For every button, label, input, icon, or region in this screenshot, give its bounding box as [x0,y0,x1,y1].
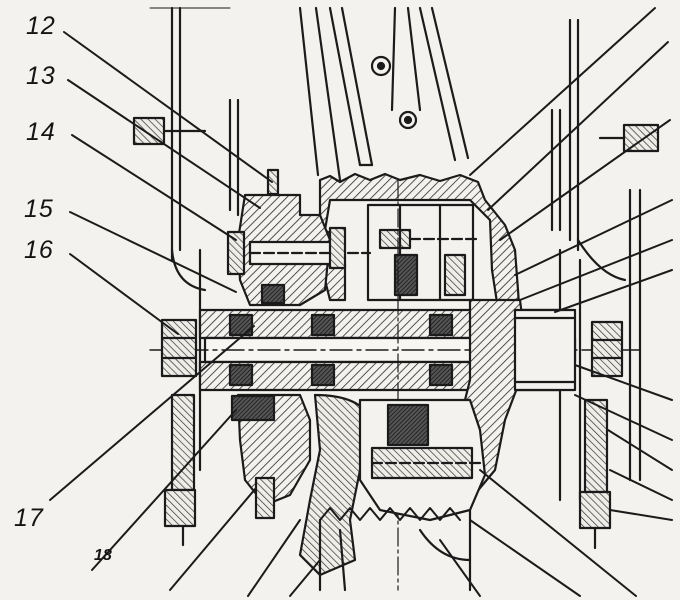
right-side-bolt [598,123,660,153]
connecting-rods [149,6,470,182]
label-14: 14 [26,118,56,146]
label-12: 12 [26,12,56,40]
label-13: 13 [26,62,56,90]
left-stud-assembly [226,168,372,307]
label-15: 15 [24,195,54,223]
right-lower-bolt [578,398,612,550]
left-shaft-nut [160,318,198,378]
leader-lines [49,7,673,597]
label-16: 16 [24,236,54,264]
left-lower-bolt [163,393,197,547]
label-17: 17 [14,504,44,532]
left-lower-flange [230,394,276,520]
right-shaft-nut [590,320,624,378]
label-18: 18 [94,547,112,564]
